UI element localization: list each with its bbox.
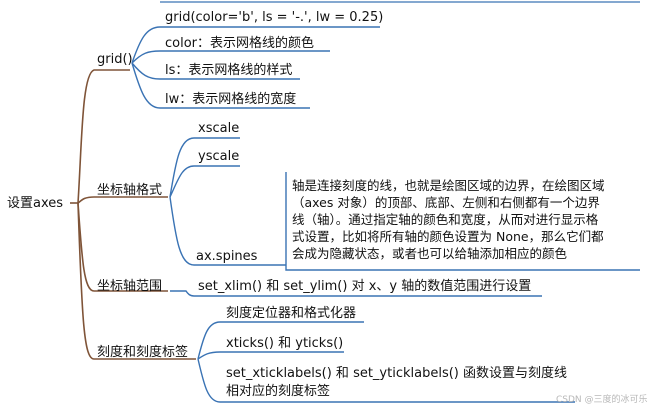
branch-grid: grid()	[97, 52, 133, 67]
grid-ls-desc: ls：表示网格线的样式	[165, 63, 293, 78]
spines-note-line: 线（轴）。通过指定轴的颜色和宽度，从而对进行显示格	[292, 212, 599, 227]
axis-range-desc: set_xlim() 和 set_ylim() 对 x、y 轴的数值范围进行设置	[198, 279, 532, 294]
grid-lw-desc: lw：表示网格线的宽度	[165, 92, 297, 107]
ticks-connectors	[197, 321, 575, 403]
spines-note-line: 式设置，比如将所有轴的颜色设置为 None，那么它们都	[292, 229, 604, 244]
ticks-set-labels-cont: 相对应的刻度标签	[226, 384, 331, 399]
spines-note-line: （axes 对象）的顶部、底部、左侧和右侧都有一个边界	[292, 195, 600, 210]
watermark: CSDN @三度的冰可乐	[556, 395, 648, 405]
spines-note-bracket	[285, 172, 640, 271]
branch-axis-format: 坐标轴格式	[97, 183, 163, 198]
root-node: 设置axes	[7, 196, 64, 211]
axis-format-yscale: yscale	[198, 149, 240, 164]
ticks-locator-formatter: 刻度定位器和格式化器	[226, 306, 357, 321]
root-connectors	[70, 69, 196, 360]
grid-color-desc: color：表示网格线的颜色	[165, 36, 315, 51]
ticks-set-labels: set_xticklabels() 和 set_yticklabels() 函数…	[226, 366, 568, 381]
spines-note-line: 会成为隐藏状态，或者也可以给轴添加相应的颜色	[292, 246, 568, 261]
root-to-axis-format-line	[77, 196, 168, 204]
axis-format-xscale: xscale	[198, 121, 240, 136]
ticks-xticks-yticks: xticks() 和 yticks()	[226, 336, 344, 351]
spines-note-line: 轴是连接刻度的线，也就是绘图区域的边界，在绘图区域	[292, 178, 605, 193]
branch-ticks: 刻度和刻度标签	[97, 345, 189, 360]
root-to-ticks-line	[77, 202, 196, 360]
grid-signature: grid(color='b', ls = '-.', lw = 0.25)	[165, 10, 384, 25]
root-to-grid-line	[77, 69, 130, 204]
axis-range-connectors	[170, 290, 542, 297]
root-to-axis-range-line	[77, 202, 168, 292]
branch-axis-range: 坐标轴范围	[97, 279, 163, 294]
axis-format-spines: ax.spines	[196, 249, 258, 264]
axis-format-connectors	[169, 137, 286, 266]
grid-connectors	[131, 26, 380, 109]
spines-note: 轴是连接刻度的线，也就是绘图区域的边界，在绘图区域 （axes 对象）的顶部、底…	[292, 177, 637, 262]
